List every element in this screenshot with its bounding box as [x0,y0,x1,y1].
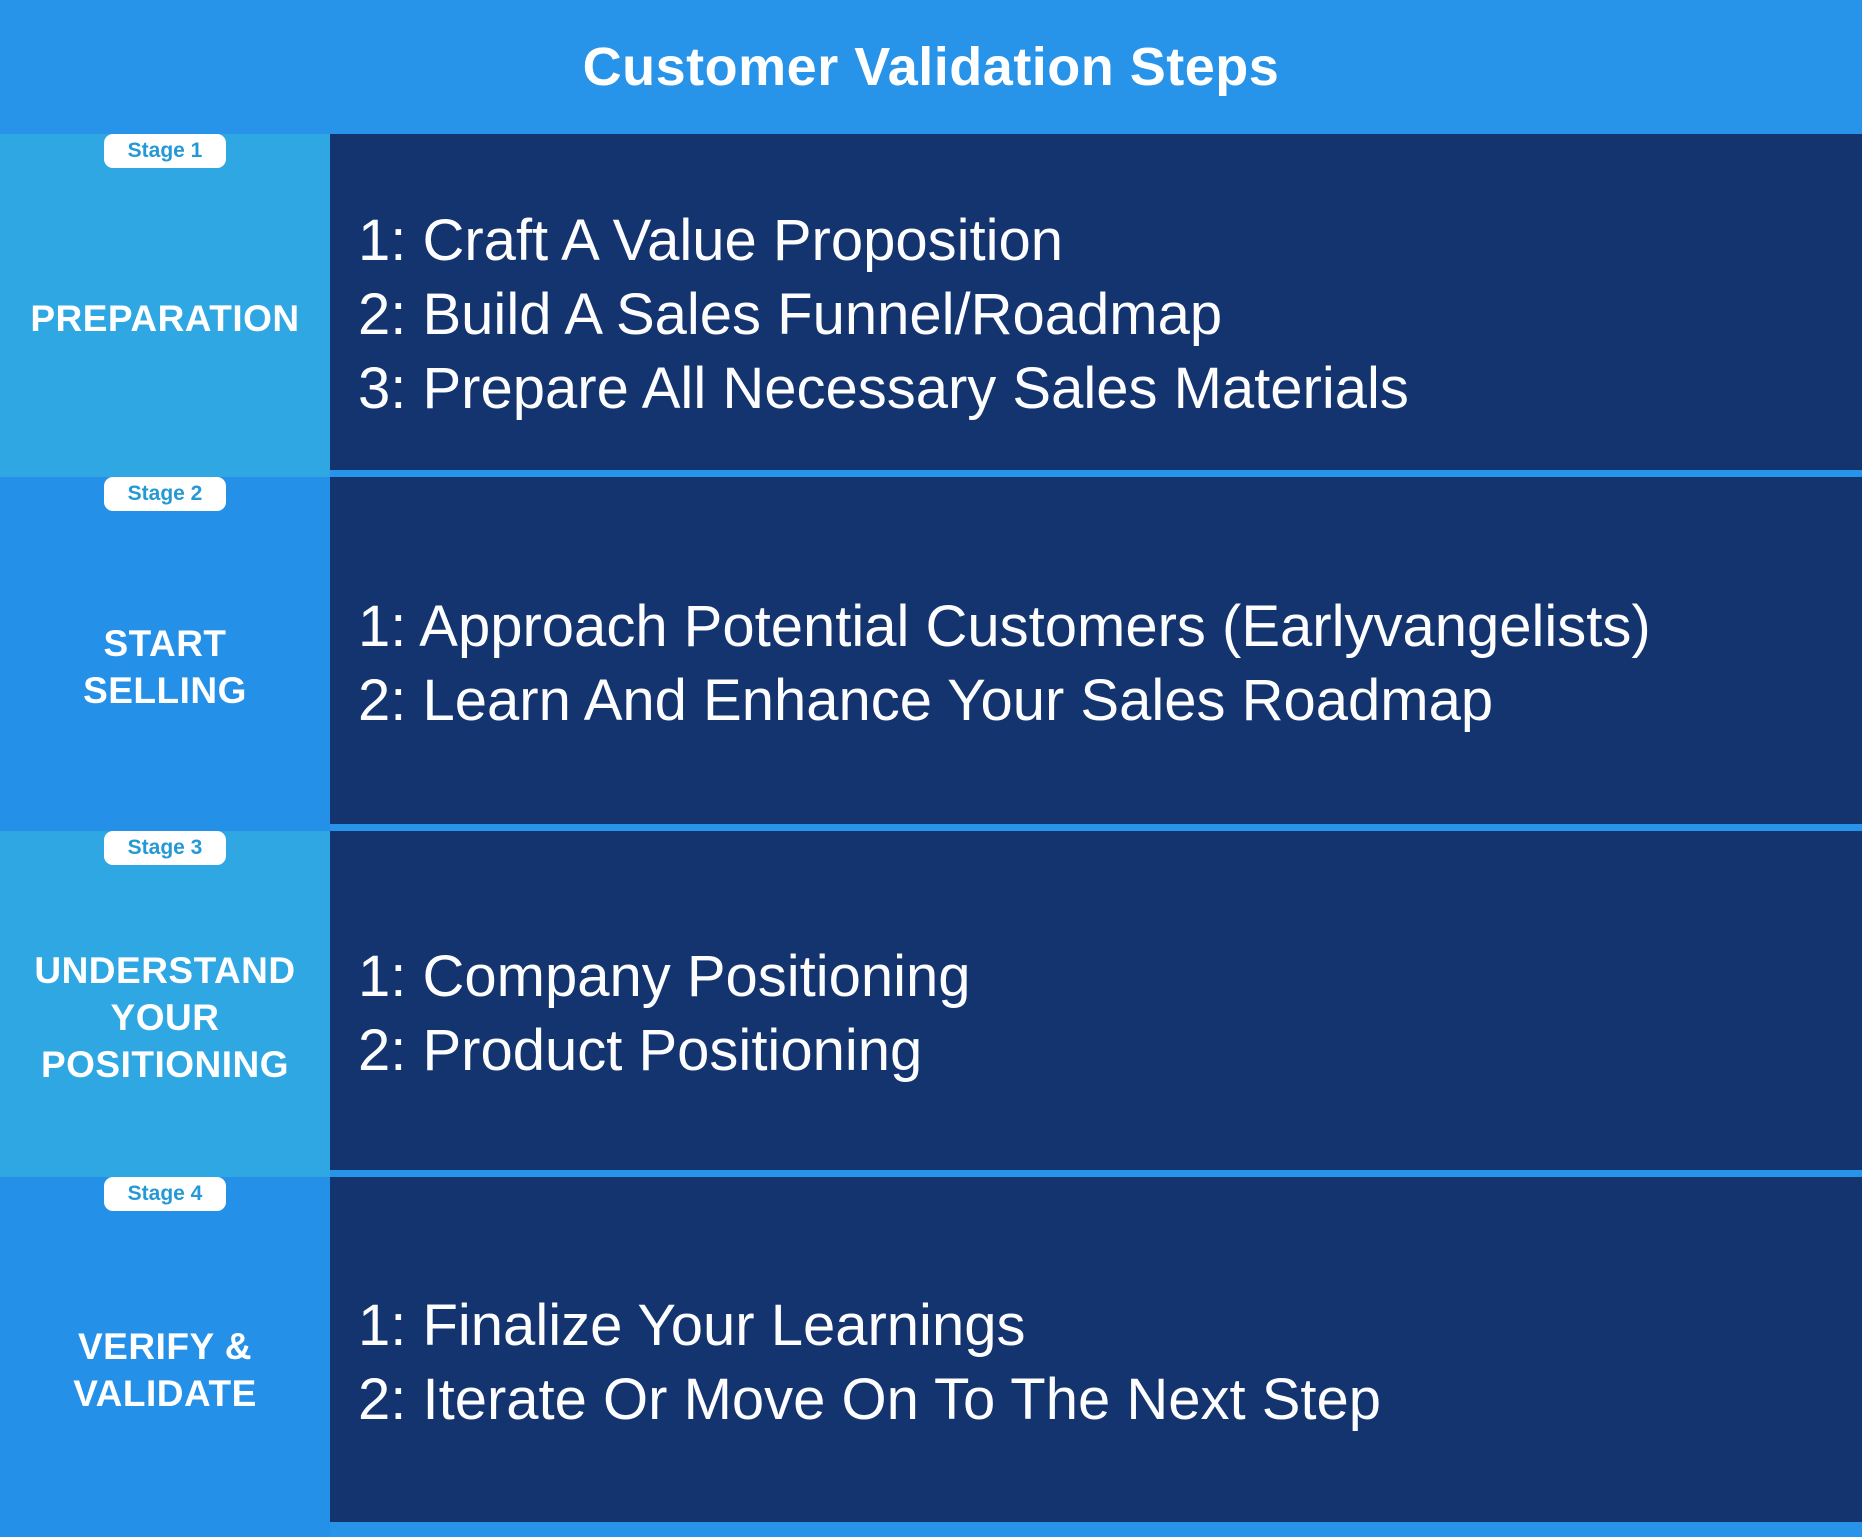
stage-4-badge: Stage 4 [104,1177,226,1211]
stage-1-name: PREPARATION [30,295,299,342]
stage-1-panel: 1: Craft A Value Proposition 2: Build A … [330,134,1862,470]
stage-4-badge-label: Stage 4 [127,1182,203,1205]
stage-3-name-line: YOUR [110,996,220,1038]
stage-3-step-2: 2: Product Positioning [358,1017,923,1083]
stage-4-sidebar: Stage 4 VERIFY & VALIDATE [0,1177,330,1537]
stage-3-name-line: POSITIONING [40,1043,290,1085]
stage-2-step-2: 2: Learn And Enhance Your Sales Roadmap [358,667,1494,733]
stage-2-name: START SELLING [83,620,247,714]
stage-4-name: VERIFY & VALIDATE [73,1323,257,1417]
stage-2-sidebar: Stage 2 START SELLING [0,477,330,831]
stage-3-panel: 1: Company Positioning 2: Product Positi… [330,831,1862,1170]
stage-4-step-1: 1: Finalize Your Learnings [358,1292,1026,1358]
stage-4-name-line: VALIDATE [73,1373,257,1414]
stage-3-name: UNDERSTAND YOUR POSITIONING [34,947,295,1088]
stage-2-name-line: START [103,623,227,664]
stage-3-badge-label: Stage 3 [127,836,203,859]
stage-4-name-line: VERIFY & [78,1326,252,1367]
stage-1-step-3: 3: Prepare All Necessary Sales Materials [358,356,1409,421]
stage-row-2: Stage 2 START SELLING 1: Approach Potent… [0,477,1862,831]
stage-2-panel: 1: Approach Potential Customers (Earlyva… [330,477,1862,824]
stage-2-name-line: SELLING [83,670,247,711]
stage-row-1: Stage 1 PREPARATION 1: Craft A Value Pro… [0,134,1862,477]
stage-3-sidebar: Stage 3 UNDERSTAND YOUR POSITIONING [0,831,330,1177]
stage-1-badge-label: Stage 1 [127,139,203,162]
stage-3-step-1: 1: Company Positioning [358,943,971,1009]
stage-1-sidebar: Stage 1 PREPARATION [0,134,330,477]
stage-1-badge: Stage 1 [104,134,226,168]
stage-1-name-line: PREPARATION [30,298,300,339]
stage-3-badge: Stage 3 [104,831,226,865]
stage-2-step-1: 1: Approach Potential Customers (Earlyva… [358,593,1651,659]
stage-1-step-1: 1: Craft A Value Proposition [358,208,1064,273]
title-bar: Customer Validation Steps [0,0,1862,134]
stage-4-step-2: 2: Iterate Or Move On To The Next Step [358,1366,1382,1432]
stage-2-badge-label: Stage 2 [127,482,203,505]
stage-row-4: Stage 4 VERIFY & VALIDATE 1: Finalize Yo… [0,1177,1862,1537]
page-title: Customer Validation Steps [582,37,1280,97]
stage-row-3: Stage 3 UNDERSTAND YOUR POSITIONING 1: C… [0,831,1862,1177]
stage-1-step-2: 2: Build A Sales Funnel/Roadmap [358,282,1223,347]
stage-3-name-line: UNDERSTAND [34,949,296,991]
stage-2-badge: Stage 2 [104,477,226,511]
stage-4-panel: 1: Finalize Your Learnings 2: Iterate Or… [330,1177,1862,1522]
